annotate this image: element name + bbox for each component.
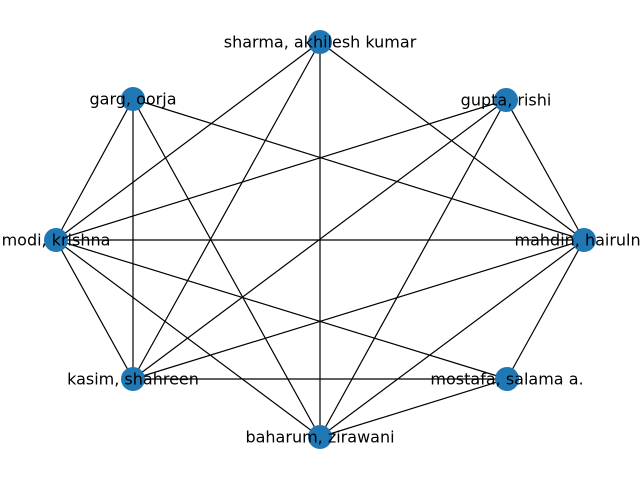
- node-label-modi: modi, krishna: [2, 231, 111, 250]
- edge-modi-baharum: [55, 239, 321, 438]
- edge-kasim-mahdin: [132, 239, 585, 380]
- node-label-kasim: kasim, shahreen: [67, 370, 199, 389]
- node-label-mostafa: mostafa, salama a.: [430, 370, 583, 389]
- edge-gupta-baharum: [319, 99, 507, 438]
- edge-garg-modi: [55, 98, 134, 241]
- node-gupta: [494, 88, 518, 112]
- node-garg: [121, 87, 145, 111]
- node-label-sharma: sharma, akhilesh kumar: [224, 33, 417, 52]
- node-baharum: [308, 425, 332, 449]
- edge-modi-kasim: [55, 239, 134, 380]
- edges-layer: [55, 41, 585, 438]
- edge-sharma-kasim: [132, 41, 321, 380]
- node-mostafa: [495, 367, 519, 391]
- edge-gupta-mahdin: [505, 99, 585, 241]
- edge-sharma-modi: [55, 41, 321, 241]
- edge-gupta-modi: [55, 99, 507, 241]
- node-label-baharum: baharum, zirawani: [245, 428, 394, 447]
- node-sharma: [308, 30, 332, 54]
- edge-modi-mostafa: [55, 239, 508, 380]
- node-mahdin: [572, 228, 596, 252]
- node-kasim: [121, 367, 145, 391]
- edge-garg-baharum: [132, 98, 321, 438]
- edge-baharum-mostafa: [319, 378, 508, 438]
- nodes-layer: [44, 30, 596, 449]
- node-modi: [44, 228, 68, 252]
- labels-layer: sharma, akhilesh kumar gupta, rishi mahdin…: [2, 33, 640, 447]
- edge-garg-mahdin: [132, 98, 585, 241]
- node-label-gupta: gupta, rishi: [461, 91, 552, 110]
- edge-mahdin-mostafa: [506, 239, 585, 380]
- node-label-garg: garg, oorja: [90, 90, 177, 109]
- edge-baharum-mahdin: [319, 239, 585, 438]
- node-label-mahdin: mahdin, hairulniz: [515, 231, 640, 250]
